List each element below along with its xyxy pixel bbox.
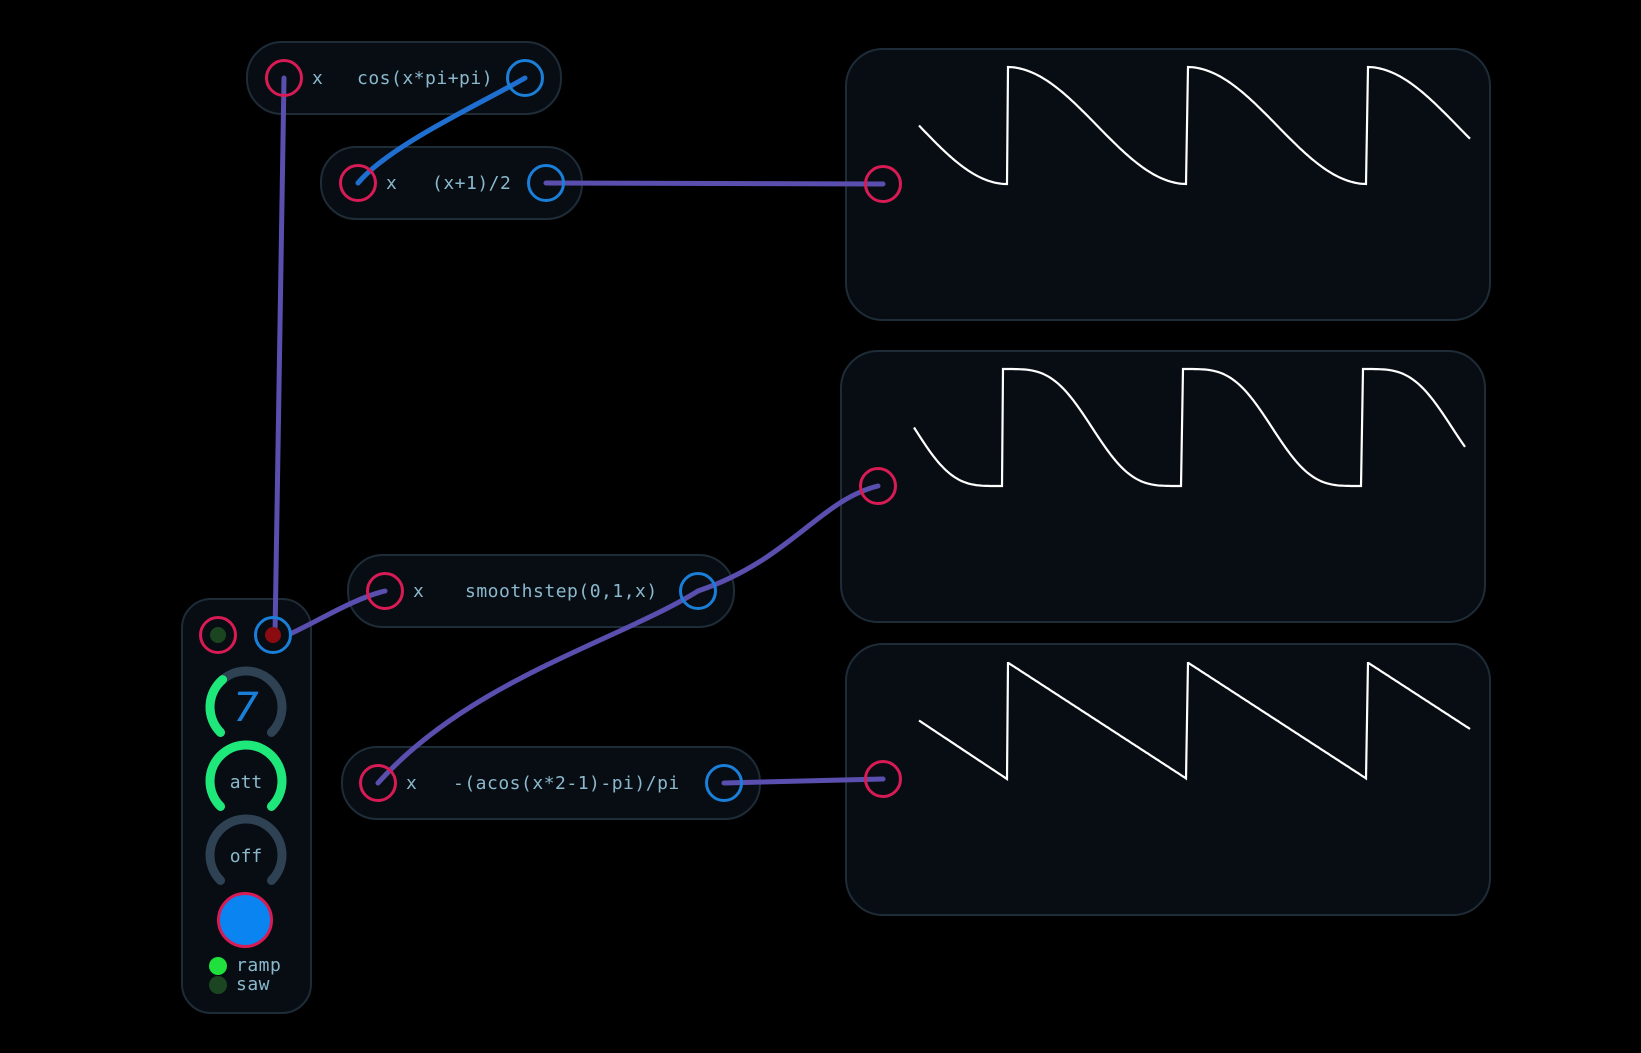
scope-middle-input-port[interactable] [859,467,897,505]
lfo-sync-indicator [210,627,226,643]
rate-knob[interactable]: 7 [198,659,294,755]
cos-node-expression[interactable]: cos(x*pi+pi) [357,68,494,89]
smoothstep-node-input-port[interactable] [366,572,404,610]
scope-top-input-port[interactable] [864,165,902,203]
offset-knob[interactable]: off [198,807,294,903]
att-knob-label: att [230,772,263,793]
acos-node-input-port[interactable] [359,764,397,802]
rate-knob-value: 7 [233,685,259,731]
scale-node-expression[interactable]: (x+1)/2 [432,173,512,194]
lfo-output-indicator [265,627,281,643]
ramp-mode-led[interactable] [209,957,227,975]
lfo-trigger-button[interactable] [217,892,273,948]
scale-node-output-port[interactable] [527,164,565,202]
saw-mode-led[interactable] [209,976,227,994]
smoothstep-node-input-label: x [413,581,425,602]
att-knob[interactable]: att [198,733,294,829]
wire-lfo-to-cos[interactable] [272,75,287,638]
saw-mode-label[interactable]: saw [236,974,271,995]
smoothstep-node-expression[interactable]: smoothstep(0,1,x) [465,581,658,602]
smoothstep-node-output-port[interactable] [679,572,717,610]
scope-top[interactable] [845,48,1491,321]
cos-node-input-label: x [312,68,324,89]
lfo-sync-input-port[interactable] [199,616,237,654]
wire-scale-to-scope-top[interactable] [543,180,886,187]
offset-knob-label: off [230,846,263,867]
scope-middle[interactable] [840,350,1486,623]
scope-bottom-input-port[interactable] [864,760,902,798]
cos-node-output-port[interactable] [506,59,544,97]
scale-node-input-label: x [386,173,398,194]
acos-node-expression[interactable]: -(acos(x*2-1)-pi)/pi [453,773,680,794]
acos-node-output-port[interactable] [705,764,743,802]
cos-node-input-port[interactable] [265,59,303,97]
scope-bottom[interactable] [845,643,1491,916]
acos-node-input-label: x [406,773,418,794]
scale-node-input-port[interactable] [339,164,377,202]
ramp-mode-label[interactable]: ramp [236,955,282,976]
